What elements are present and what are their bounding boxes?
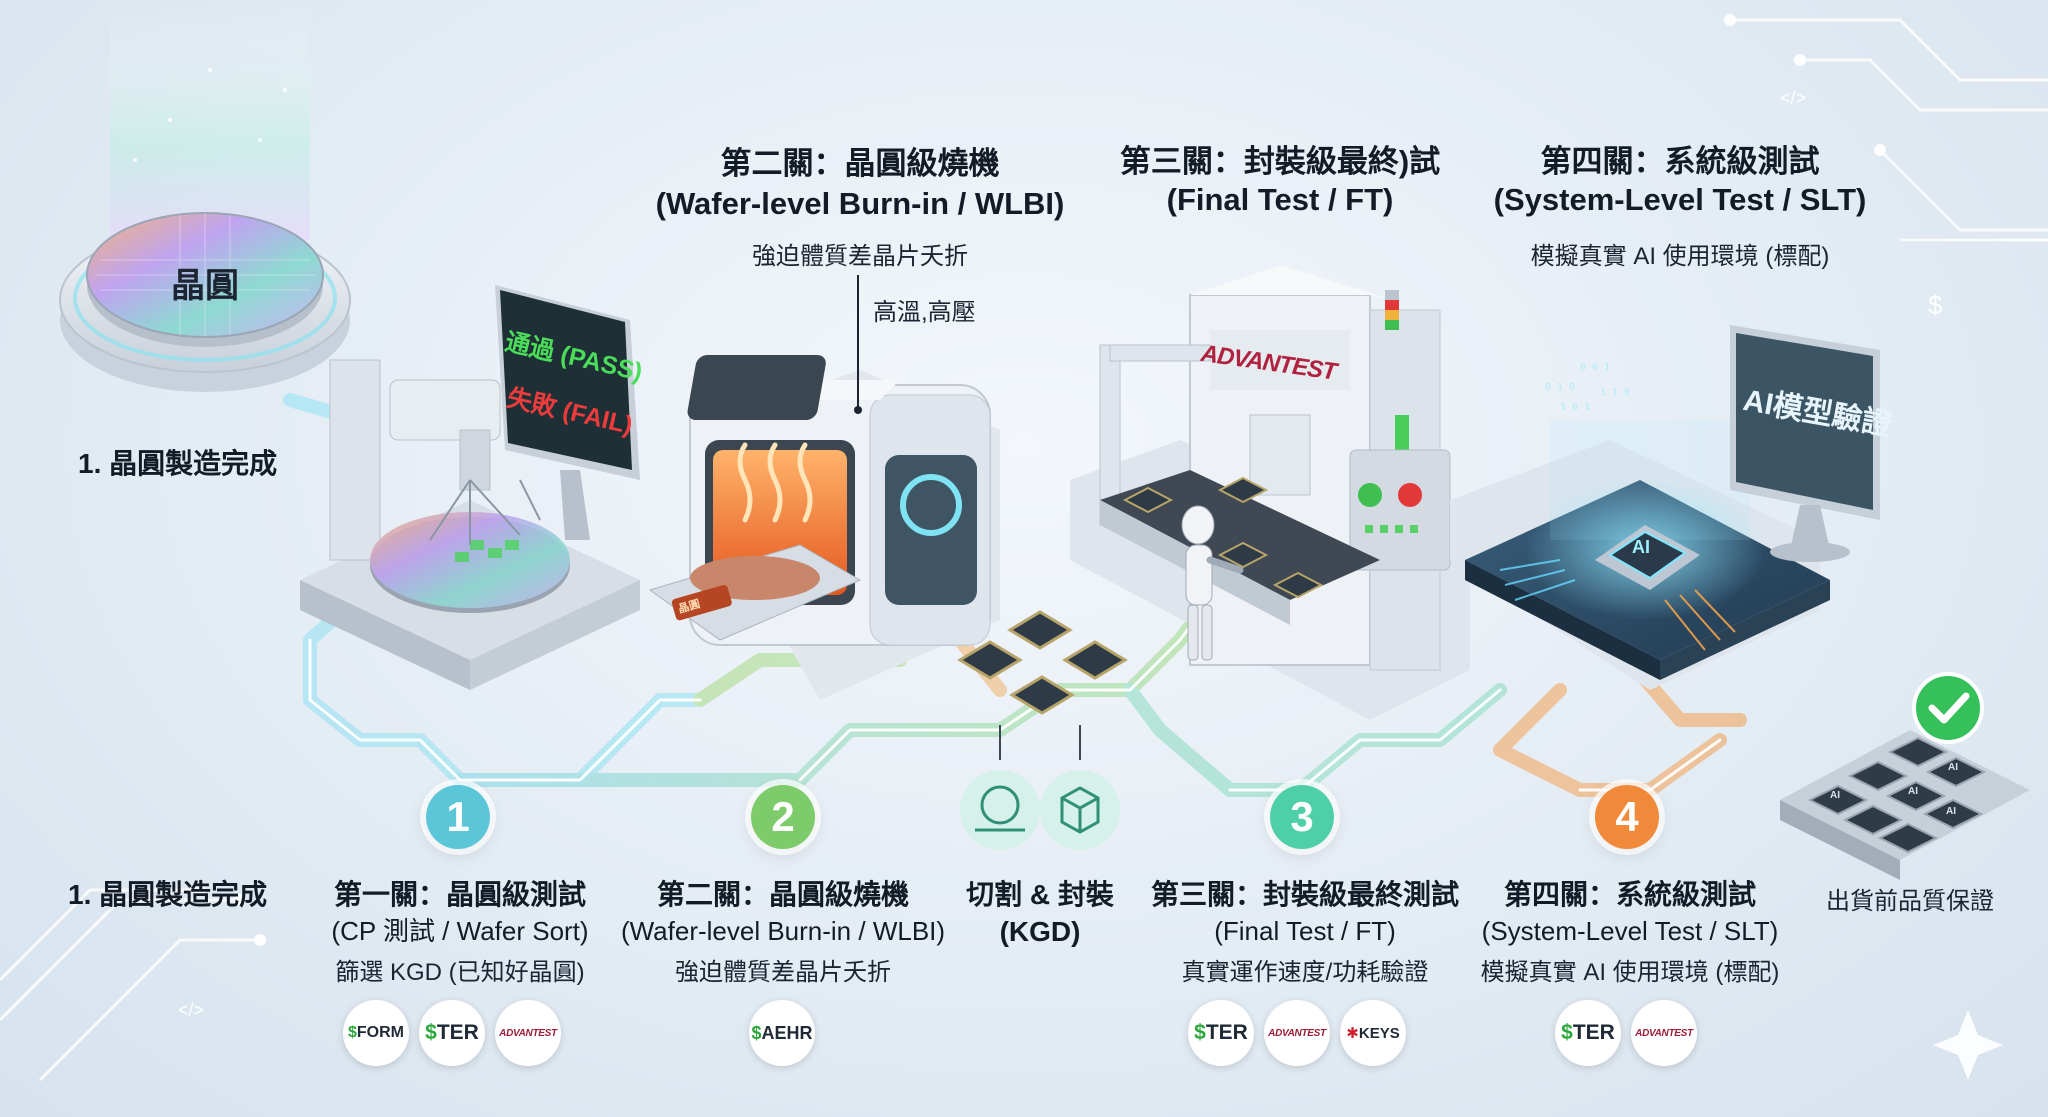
teradyne-logo-step3: $TER [1188, 1000, 1254, 1066]
decor-code-mark-2: </> [178, 1000, 205, 1020]
step4-subtitle: (System-Level Test / SLT) [1481, 916, 1779, 946]
step1-badge: 1 [426, 785, 490, 849]
teradyne-mark: $ [1561, 1021, 1573, 1044]
step2-desc: 強迫體質差晶片夭折 [675, 959, 891, 986]
teradyne-text: TER [1205, 1021, 1248, 1044]
stage4-title-top: 第四關：系統級測試 [1540, 144, 1820, 179]
step2-badge: 2 [751, 785, 815, 849]
advantest-text: ADVANTEST [1635, 1027, 1693, 1039]
svg-text:0 0 1: 0 0 1 [1580, 362, 1610, 373]
step3-subtitle: (Final Test / FT) [1214, 916, 1396, 946]
aehr-text: AEHR [761, 1022, 813, 1043]
cut-package-subtitle: (KGD) [999, 916, 1081, 947]
step0-label: 1. 晶圓製造完成 [68, 879, 268, 910]
step1-desc: 篩選 KGD (已知好晶圓) [335, 959, 585, 986]
stage3-title-top: 第三關：封裝級最終)試 [1119, 144, 1441, 179]
formfactor-text: FORM [356, 1024, 404, 1041]
wafer-done-label-top: 1. 晶圓製造完成 [78, 448, 278, 479]
decor-code-mark-1: </> [1780, 88, 1807, 108]
decor-dollar-mark: $ [1928, 290, 1943, 320]
advantest-text: ADVANTEST [499, 1027, 557, 1039]
teradyne-text: TER [1572, 1021, 1615, 1044]
advantest-text: ADVANTEST [1268, 1027, 1326, 1039]
svg-text:1 1 0: 1 1 0 [1600, 387, 1630, 398]
teradyne-logo: $TER [419, 1000, 485, 1066]
stage4-desc-top: 模擬真實 AI 使用環境 (標配) [1530, 243, 1830, 270]
keysight-mark: ✱ [1346, 1025, 1359, 1042]
advantest-logo: ADVANTEST [495, 1000, 561, 1066]
step3-desc: 真實運作速度/功耗驗證 [1181, 959, 1429, 986]
step4-badge: 4 [1595, 785, 1659, 849]
keysight-text: KEYS [1358, 1024, 1400, 1042]
qa-chip-label-2: AI [1908, 786, 1918, 797]
teradyne-logo-step4: $TER [1555, 1000, 1621, 1066]
svg-text:1 0 1: 1 0 1 [1560, 402, 1590, 413]
stage2-desc-top: 強迫體質差晶片夭折 [752, 243, 968, 270]
step1-title: 第一關：晶圓級測試 [333, 879, 586, 910]
qa-chip-label-3: AI [1946, 806, 1956, 817]
teradyne-mark: $ [425, 1021, 437, 1044]
step1-subtitle: (CP 測試 / Wafer Sort) [331, 916, 589, 946]
teradyne-text: TER [436, 1021, 479, 1044]
step2-title: 第二關：晶圓級燒機 [656, 879, 909, 910]
teradyne-mark: $ [1194, 1021, 1206, 1044]
cut-package-title: 切割 & 封裝 [966, 879, 1114, 910]
step4-title: 第四關：系統級測試 [1503, 879, 1756, 910]
advantest-logo-step3: ADVANTEST [1264, 1000, 1330, 1066]
qa-chip-label-4: AI [1948, 762, 1958, 773]
stage2-callout: 高溫,高壓 [873, 299, 976, 326]
step2-subtitle: (Wafer-level Burn-in / WLBI) [620, 916, 946, 946]
stage2-title-top: 第二關：晶圓級燒機 [720, 146, 1000, 181]
step4-desc: 模擬真實 AI 使用環境 (標配) [1480, 959, 1780, 986]
formfactor-logo: $FORM [343, 1000, 409, 1066]
wafer-label: 晶圓 [171, 267, 239, 305]
aehr-logo: $AEHR [749, 1000, 815, 1066]
keysight-logo: ✱KEYS [1340, 1000, 1406, 1066]
formfactor-mark: $ [347, 1024, 357, 1041]
advantest-logo-step4: ADVANTEST [1631, 1000, 1697, 1066]
stage2-subtitle-top: (Wafer-level Burn-in / WLBI) [655, 186, 1065, 221]
qa-chip-label-1: AI [1830, 790, 1840, 801]
svg-text:0 1 0: 0 1 0 [1545, 382, 1575, 393]
step3-title: 第三關：封裝級最終測試 [1150, 879, 1459, 910]
stage3-subtitle-top: (Final Test / FT) [1166, 182, 1394, 217]
aehr-mark: $ [751, 1022, 762, 1043]
final-qa-label: 出貨前品質保證 [1826, 888, 1994, 915]
step3-badge: 3 [1270, 785, 1334, 849]
stage4-subtitle-top: (System-Level Test / SLT) [1493, 182, 1867, 217]
ai-chip-text: AI [1632, 537, 1650, 557]
